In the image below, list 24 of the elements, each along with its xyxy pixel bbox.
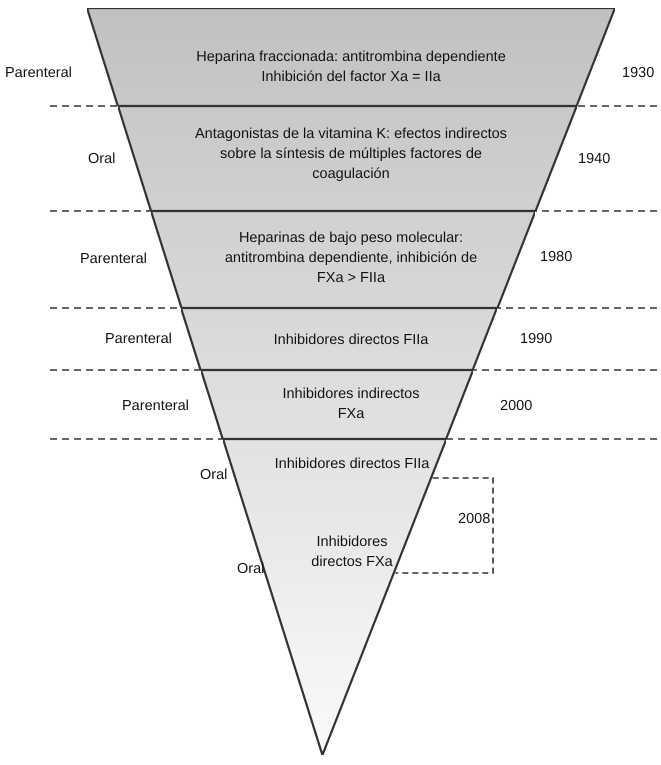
route-label: Oral bbox=[200, 466, 228, 484]
year-label: 1940 bbox=[578, 150, 610, 168]
year-label: 2008 bbox=[458, 510, 490, 528]
route-label: Parenteral bbox=[122, 397, 189, 415]
route-label: Oral bbox=[237, 560, 264, 578]
band-text: Heparinas de bajo peso molecular: antitrombina dependiente, inhibición de FXa > FIIa bbox=[224, 229, 478, 288]
band-text: Inhibidores indirectos FXa bbox=[281, 385, 420, 424]
band-text: Antagonistas de la vitamina K: efectos indirectos sobre la síntesis de múltiples factores de coagulación bbox=[194, 125, 508, 184]
band-text: Inhibidores directos FIIa bbox=[274, 455, 430, 474]
year-label: 1990 bbox=[520, 330, 552, 348]
funnel-band bbox=[150, 211, 536, 308]
funnel-band bbox=[118, 106, 577, 211]
route-label: Oral bbox=[88, 150, 116, 168]
route-label: Parenteral bbox=[5, 64, 72, 82]
route-label: Parenteral bbox=[105, 330, 172, 348]
band-text: Heparina fraccionada: antitrombina dependiente Inhibición del factor Xa = IIa bbox=[195, 48, 507, 87]
funnel-band bbox=[87, 8, 615, 106]
year-label: 1930 bbox=[622, 64, 654, 82]
band-text: Inhibidores directos FXa bbox=[310, 533, 394, 572]
band-text: Inhibidores directos FIIa bbox=[272, 331, 430, 350]
route-label: Parenteral bbox=[80, 250, 147, 268]
year-label: 2000 bbox=[500, 397, 532, 415]
funnel-band bbox=[181, 308, 498, 370]
year-label: 1980 bbox=[540, 248, 572, 266]
